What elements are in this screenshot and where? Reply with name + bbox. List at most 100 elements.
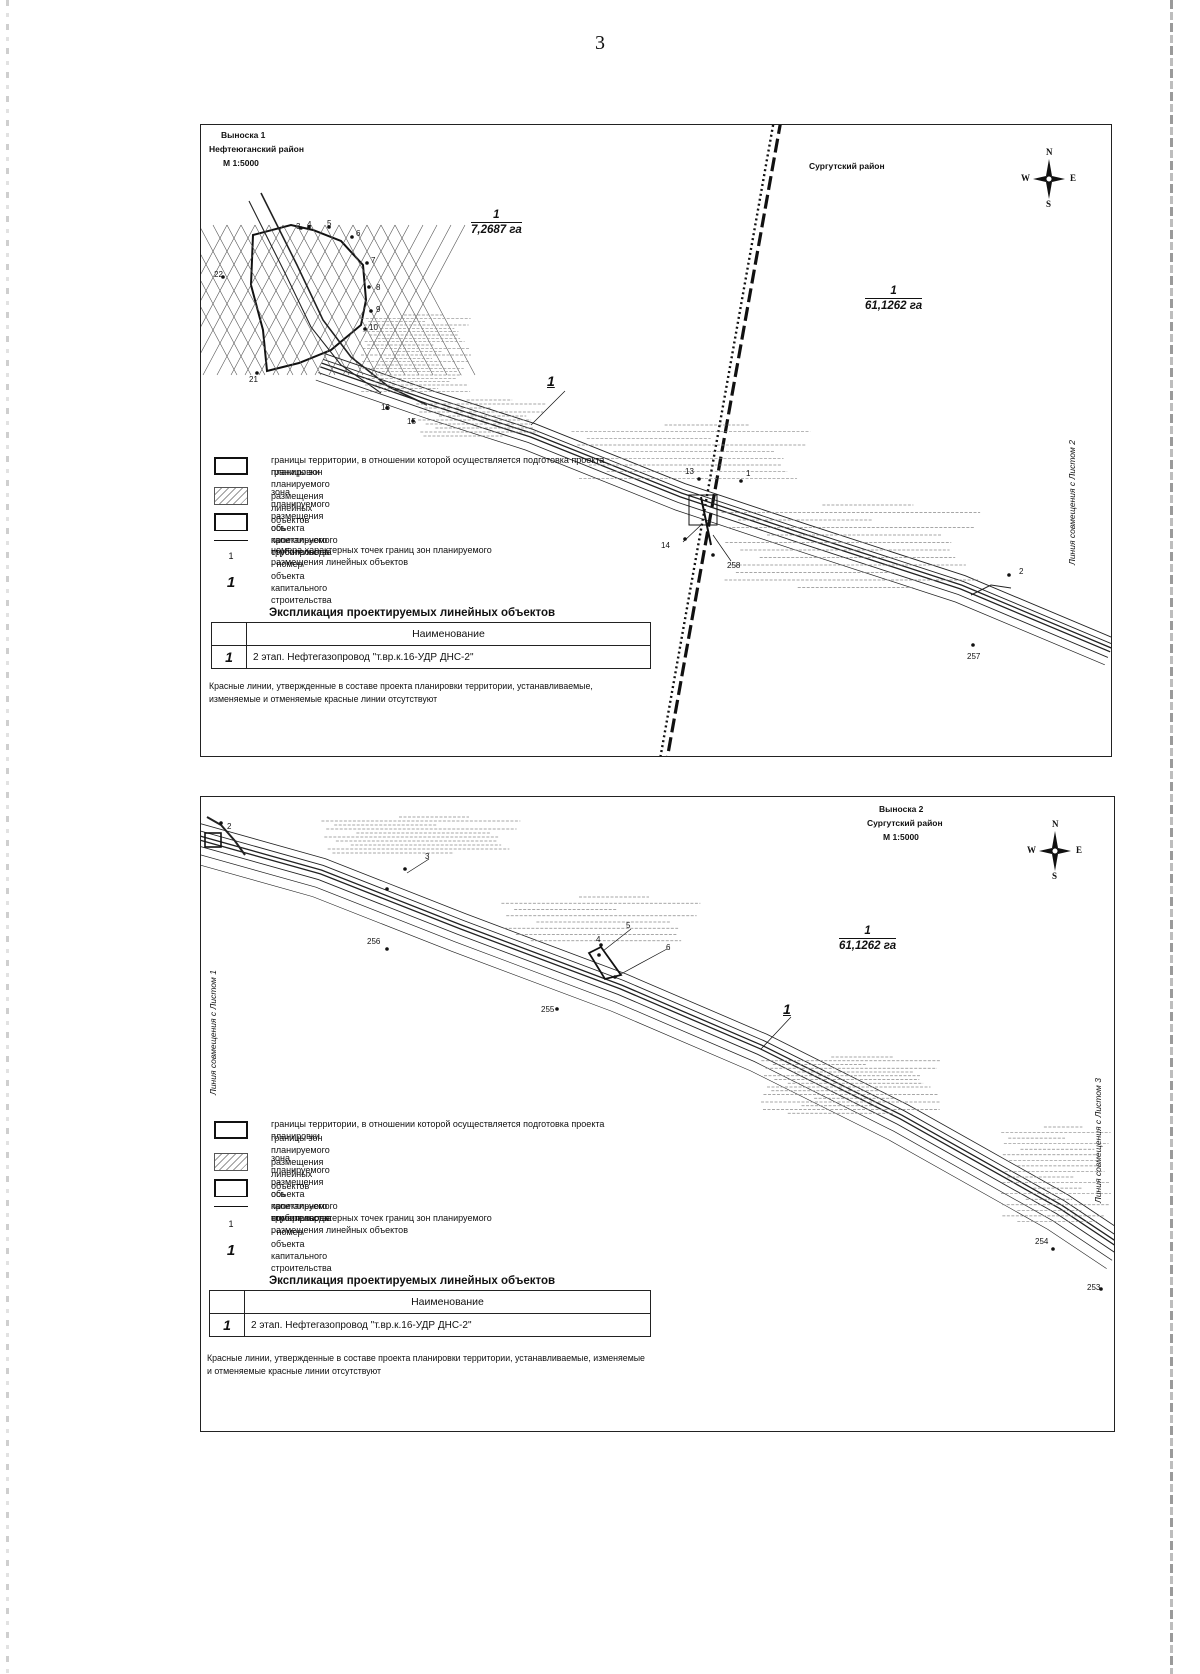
parcel-hatch bbox=[226, 224, 308, 376]
sheet-join-note: Линия совмещения с Листом 2 bbox=[1067, 440, 1077, 565]
parcel-hatch bbox=[244, 224, 326, 376]
table-header-row: Наименование bbox=[209, 1290, 651, 1314]
leader-line bbox=[530, 390, 566, 426]
legend: границы территории, в отношении которой … bbox=[211, 1119, 651, 1309]
legend-hatch-symbol bbox=[214, 1153, 248, 1171]
corridor-line bbox=[320, 366, 1111, 653]
parcel-hatch bbox=[230, 224, 312, 376]
explication-table: Наименование 1 2 этап. Нефтегазопровод "… bbox=[211, 622, 651, 669]
point-marker bbox=[367, 285, 371, 289]
point-marker bbox=[307, 225, 311, 229]
point-label: 253 bbox=[1087, 1283, 1101, 1292]
legend-number-symbol: 1 bbox=[228, 551, 234, 561]
parcel-boundary bbox=[249, 223, 368, 373]
point-label: 7 bbox=[371, 256, 376, 265]
point-marker bbox=[711, 553, 715, 557]
parcel-hatch bbox=[310, 224, 392, 376]
parcel-hatch bbox=[201, 224, 256, 327]
parcel-hatch bbox=[282, 224, 364, 376]
district-boundary bbox=[665, 125, 782, 756]
point-label: 4 bbox=[307, 220, 312, 229]
point-label: 2 bbox=[1019, 567, 1024, 576]
parcel-hatch bbox=[201, 224, 270, 354]
compass-n: N bbox=[1052, 819, 1059, 829]
legend-text: номера характерных точек границ зон план… bbox=[271, 545, 492, 567]
point-marker bbox=[683, 537, 687, 541]
point-label: 4 bbox=[596, 935, 601, 944]
legend-text: ось проектируемого трубопровода bbox=[271, 1189, 338, 1223]
area-label-1: 1 7,2687 га bbox=[471, 209, 522, 236]
parcel-hatch bbox=[216, 224, 298, 376]
compass-w: W bbox=[1027, 845, 1036, 855]
north-arrow-icon: N S W E bbox=[1025, 819, 1085, 881]
point-label: 6 bbox=[356, 229, 361, 238]
point-marker bbox=[369, 309, 373, 313]
leader-line bbox=[682, 524, 702, 543]
structure-line bbox=[206, 816, 246, 856]
explication-table: Наименование 1 2 этап. Нефтегазопровод "… bbox=[209, 1290, 651, 1337]
point-label: 3 bbox=[296, 222, 301, 231]
parcel-hatch bbox=[384, 224, 466, 376]
point-marker bbox=[365, 261, 369, 265]
scan-edge-left bbox=[6, 0, 9, 1674]
area-label-value: 7,2687 га bbox=[471, 224, 522, 236]
legend-axis-symbol bbox=[214, 1205, 248, 1207]
map-drawing-2 bbox=[201, 816, 1114, 1291]
legend-hatch-symbol bbox=[214, 487, 248, 505]
point-marker bbox=[613, 975, 617, 979]
point-marker bbox=[327, 225, 331, 229]
legend-boundary-symbol bbox=[214, 1121, 248, 1139]
object-number-label: 1 bbox=[547, 373, 555, 389]
crossing-box bbox=[688, 494, 718, 526]
corridor-line bbox=[201, 835, 1114, 1241]
point-marker bbox=[350, 235, 354, 239]
legend-number-symbol: 1 bbox=[228, 1219, 234, 1229]
point-label: 21 bbox=[249, 375, 258, 384]
parcel-hatch bbox=[394, 224, 476, 376]
point-marker bbox=[255, 371, 259, 375]
parcel-hatch bbox=[356, 224, 438, 376]
table-header: Наименование bbox=[246, 622, 651, 646]
corridor-line bbox=[315, 379, 1105, 666]
map-sheet-1: Выноска 1 Нефтеюганский район М 1:5000 С… bbox=[200, 124, 1112, 757]
legend-text: границы территории, в отношении которой … bbox=[271, 1119, 605, 1141]
legend-text: границы территории, в отношении которой … bbox=[271, 455, 605, 477]
point-label: 8 bbox=[376, 283, 381, 292]
corridor-line bbox=[201, 823, 1114, 1227]
parcel-hatch bbox=[296, 224, 378, 376]
parcel-hatch bbox=[201, 306, 238, 376]
point-label: 13 bbox=[685, 467, 694, 476]
point-label: 254 bbox=[1035, 1237, 1049, 1246]
corridor-line bbox=[201, 865, 1107, 1269]
scale-label: М 1:5000 bbox=[883, 832, 919, 842]
sheet-join-note-right: Линия совмещения с Листом 3 bbox=[1093, 1078, 1103, 1203]
parcel-hatch bbox=[352, 224, 434, 376]
crossing-line bbox=[700, 496, 712, 546]
table-cell-name: 2 этап. Нефтегазопровод "т.вр.к.16-УДР Д… bbox=[244, 1313, 651, 1337]
parcel-hatch bbox=[201, 224, 228, 275]
corridor-line bbox=[201, 830, 1114, 1235]
point-label: 15 bbox=[407, 417, 416, 426]
area-label-number: 1 bbox=[865, 285, 923, 299]
compass-e: E bbox=[1076, 845, 1083, 855]
table-row: 1 2 этап. Нефтегазопровод "т.вр.к.16-УДР… bbox=[209, 1313, 651, 1337]
parcel-hatch bbox=[338, 224, 420, 376]
zone-triangle bbox=[587, 945, 623, 981]
parcel-hatch bbox=[240, 224, 322, 376]
point-label: 9 bbox=[376, 305, 381, 314]
point-marker bbox=[555, 1007, 559, 1011]
leader-line bbox=[712, 534, 732, 562]
point-label: 22 bbox=[214, 270, 223, 279]
parcel-hatch bbox=[254, 224, 336, 376]
point-label: 1 bbox=[746, 469, 751, 478]
explication-title: Экспликация проектируемых линейных объек… bbox=[269, 607, 556, 619]
parcel-hatch bbox=[201, 254, 266, 376]
point-marker bbox=[697, 477, 701, 481]
compass-s: S bbox=[1052, 871, 1058, 881]
point-marker bbox=[221, 275, 225, 279]
red-lines-note: Красные линии, утвержденные в составе пр… bbox=[209, 681, 593, 704]
page-number: 3 bbox=[595, 32, 605, 54]
point-marker bbox=[1099, 1287, 1103, 1291]
parcel-hatch bbox=[258, 224, 340, 376]
map-sheet-2: Выноска 2 Сургутский район М 1:5000 N S … bbox=[200, 796, 1115, 1432]
